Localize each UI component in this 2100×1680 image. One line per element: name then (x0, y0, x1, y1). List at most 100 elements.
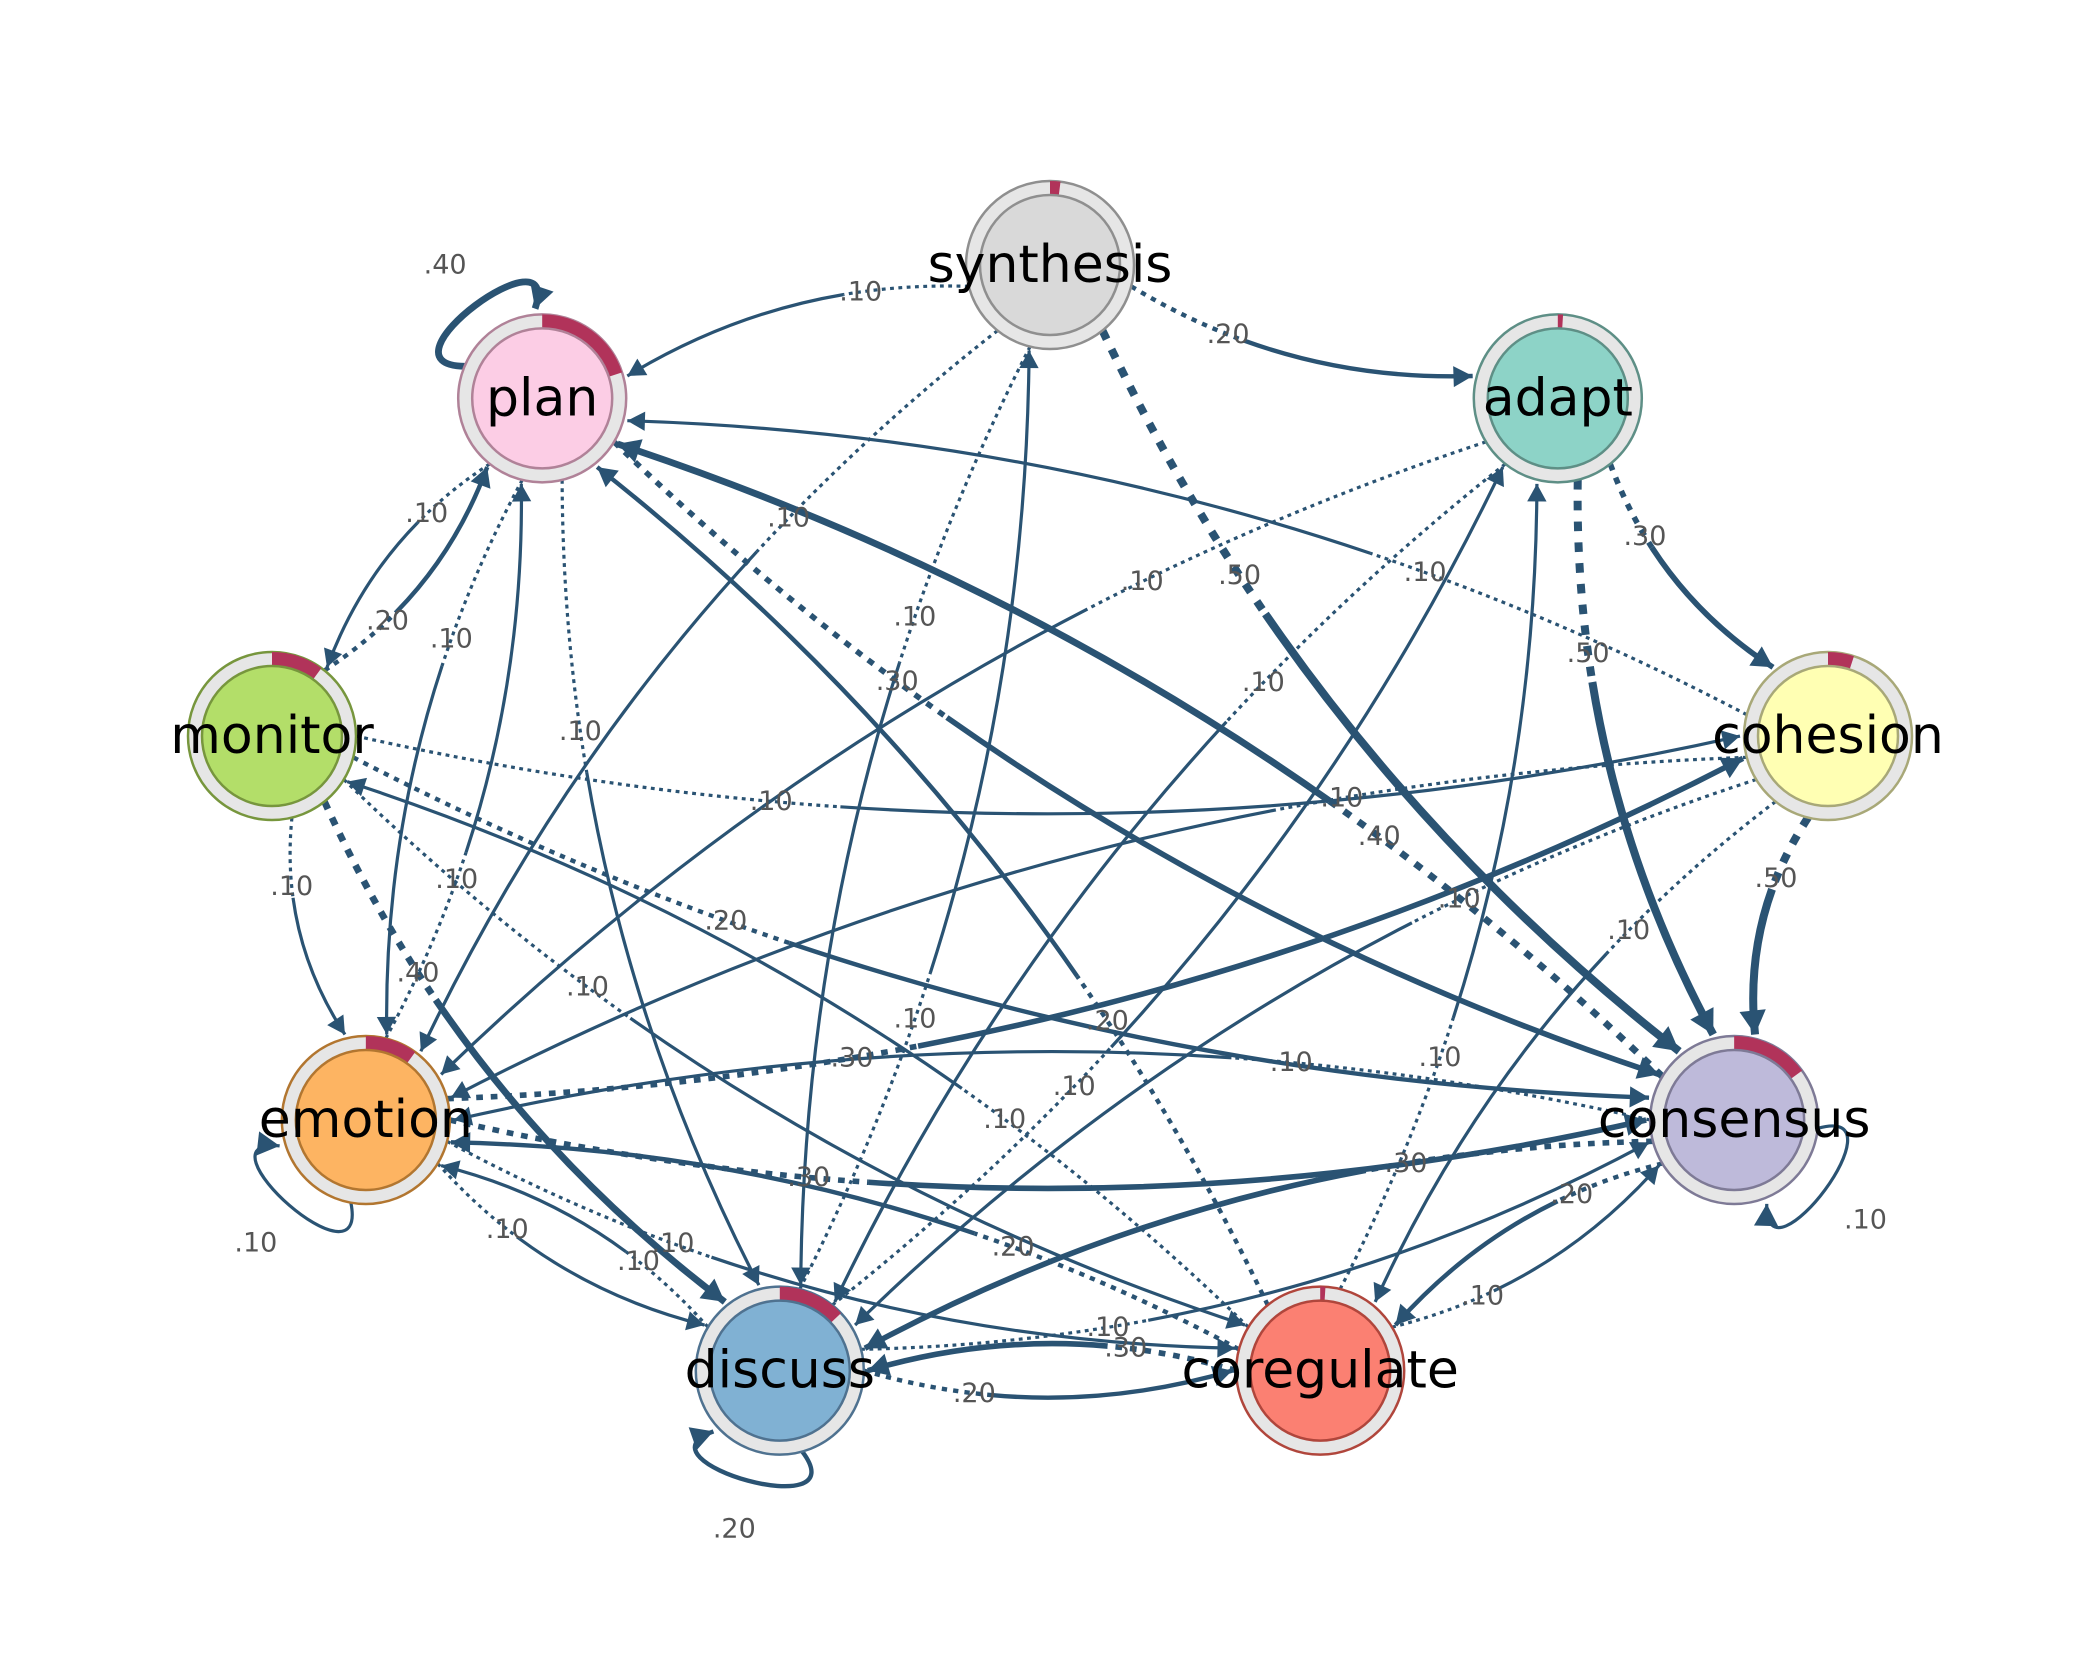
node-consensus-circle (1662, 1048, 1806, 1192)
edge-coregulate-to-monitor-arrowhead (347, 777, 368, 797)
edge-coregulate-to-emotion (450, 1132, 1240, 1352)
edge-coregulate-to-emotion-label: .20 (992, 1232, 1035, 1263)
edge-monitor-to-plan-line (395, 466, 490, 614)
edge-cohesion-to-consensus-label: .50 (1755, 863, 1798, 894)
edge-coregulate-to-adapt-line (1451, 483, 1539, 1019)
edge-monitor-to-plan-arrowhead (470, 467, 491, 489)
edge-plan-to-monitor-arrowhead (324, 647, 343, 668)
edge-consensus-to-plan-label-text: .40 (1358, 821, 1401, 852)
edge-emotion-to-coregulate (446, 1139, 1236, 1358)
edge-monitor-to-consensus-label: .20 (704, 905, 747, 936)
node-emotion: emotion (259, 1034, 473, 1206)
edge-consensus-to-coregulate-arrowhead (1395, 1303, 1417, 1326)
edge-adapt-to-consensus (1573, 479, 1717, 1037)
edge-discuss-to-discuss-label: .20 (713, 1514, 756, 1545)
edge-emotion-to-cohesion-label: .30 (830, 1042, 873, 1073)
edge-synthesis-to-emotion-label-text: .10 (767, 503, 810, 534)
edge-coregulate-to-consensus-line (1496, 1164, 1661, 1291)
edge-discuss-to-synthesis-line (928, 350, 1031, 974)
edge-adapt-to-cohesion (1607, 462, 1775, 670)
edge-synthesis-to-plan-arrowhead (627, 358, 648, 377)
edge-adapt-to-cohesion-label: .30 (1623, 521, 1666, 552)
edge-coregulate-to-consensus-line-start (1391, 1287, 1498, 1329)
edge-consensus-to-coregulate-label: .20 (1550, 1179, 1593, 1210)
edge-monitor-to-consensus-line (788, 940, 1650, 1100)
edge-cohesion-to-consensus-arrowhead (1739, 1009, 1766, 1035)
node-discuss-label: discuss (685, 1341, 875, 1401)
edge-consensus-to-plan (616, 439, 1665, 1079)
edge-cohesion-to-discuss-arrowhead (855, 1305, 875, 1326)
edge-monitor-to-emotion-arrowhead (327, 1014, 345, 1035)
edge-discuss-to-discuss-label-text: .20 (713, 1514, 756, 1545)
edge-adapt-to-emotion-arrowhead (441, 1055, 461, 1075)
edge-coregulate-to-consensus (1391, 1164, 1661, 1329)
edge-adapt-to-discuss-arrowhead (833, 1281, 852, 1302)
edge-emotion-to-discuss-label: .10 (486, 1214, 529, 1245)
edge-emotion-to-emotion-label: .10 (234, 1228, 277, 1259)
edge-emotion-to-discuss-line (518, 1237, 705, 1327)
edge-adapt-to-emotion-label: .10 (1121, 566, 1164, 597)
edge-cohesion-to-coregulate-label: .10 (1607, 915, 1650, 946)
edge-consensus-to-consensus-arrowhead (1753, 1203, 1779, 1227)
edge-adapt-to-emotion-line (440, 607, 1089, 1076)
node-plan-init-arc (541, 314, 623, 377)
edge-emotion-to-consensus (449, 1113, 1647, 1192)
edge-discuss-to-adapt-arrowhead (1486, 467, 1504, 488)
edge-coregulate-to-discuss-arrowhead (867, 1353, 891, 1376)
edge-emotion-to-plan-line-start (384, 851, 468, 1040)
edge-synthesis-to-discuss (791, 345, 1032, 1286)
node-coregulate-circle (1248, 1299, 1392, 1442)
edge-discuss-to-adapt-line (1110, 466, 1505, 1049)
edge-emotion-to-consensus-line-start (449, 1117, 869, 1186)
edge-emotion-to-discuss (436, 1162, 705, 1331)
node-cohesion-label: cohesion (1712, 706, 1944, 766)
edge-coregulate-to-plan-label-text: .20 (1086, 1005, 1129, 1036)
edge-consensus-to-discuss-line (863, 1167, 1367, 1351)
edge-cohesion-to-discuss-label: .10 (1438, 884, 1481, 915)
edge-synthesis-to-consensus-label: .50 (1218, 560, 1261, 591)
edge-consensus-to-plan-label: .40 (1358, 821, 1401, 852)
edge-plan-to-discuss-arrowhead (742, 1265, 760, 1286)
edge-emotion-to-cohesion-label-text: .30 (830, 1042, 873, 1073)
edge-coregulate-to-emotion-line (450, 1140, 976, 1236)
edge-plan-to-plan (435, 278, 554, 370)
edge-cohesion-to-coregulate-line-start (1605, 800, 1777, 955)
node-monitor-label: monitor (170, 706, 374, 766)
edge-monitor-to-emotion-label: .10 (270, 871, 313, 902)
edge-discuss-to-synthesis-label-text: .10 (894, 1003, 937, 1034)
edge-cohesion-to-plan-line (627, 419, 1371, 555)
edge-discuss-to-emotion-label-text: .10 (617, 1246, 660, 1277)
edge-coregulate-to-discuss-line-start (1107, 1343, 1237, 1374)
edge-monitor-to-coregulate-label: .10 (566, 972, 609, 1003)
edge-consensus-to-plan-line (616, 440, 1332, 804)
node-emotion-circle (294, 1048, 438, 1192)
edge-emotion-to-coregulate-line (710, 1255, 1236, 1350)
edge-consensus-to-consensus-label-text: .10 (1844, 1204, 1887, 1235)
edge-cohesion-to-plan-label: .10 (1404, 557, 1447, 588)
edge-discuss-to-emotion-arrowhead (441, 1160, 461, 1180)
edge-discuss-to-coregulate-label-text: .20 (953, 1378, 996, 1409)
edge-coregulate-to-adapt-label: .10 (1419, 1042, 1462, 1073)
edge-adapt-to-consensus-line-start (1573, 479, 1597, 683)
edge-emotion-to-emotion-arrowhead (256, 1131, 280, 1156)
edge-coregulate-to-monitor-label: .10 (983, 1104, 1026, 1135)
edge-monitor-to-consensus-label-text: .20 (704, 905, 747, 936)
edge-cohesion-to-coregulate-arrowhead (1373, 1281, 1392, 1302)
edge-monitor-to-cohesion-line (840, 734, 1741, 816)
node-synthesis: synthesis (928, 179, 1172, 351)
edge-discuss-to-consensus-arrowhead (1628, 1142, 1650, 1160)
edge-cohesion-to-coregulate-line (1373, 952, 1608, 1303)
edge-discuss-to-coregulate-arrowhead (1210, 1365, 1233, 1387)
edge-consensus-to-plan-arrowhead (617, 439, 643, 463)
node-plan-label: plan (486, 368, 598, 428)
node-discuss-circle (708, 1299, 852, 1442)
edge-discuss-to-consensus (861, 1140, 1650, 1351)
edge-monitor-to-discuss-line (432, 997, 727, 1305)
edge-cohesion-to-emotion-label: .10 (1320, 783, 1363, 814)
edge-consensus-to-coregulate-label-text: .20 (1550, 1179, 1593, 1210)
edge-monitor-to-plan-label: .20 (366, 605, 409, 636)
edge-cohesion-to-emotion-label-text: .10 (1320, 783, 1363, 814)
edge-monitor-to-coregulate-line (629, 1016, 1246, 1327)
edge-coregulate-to-plan (595, 465, 1270, 1306)
